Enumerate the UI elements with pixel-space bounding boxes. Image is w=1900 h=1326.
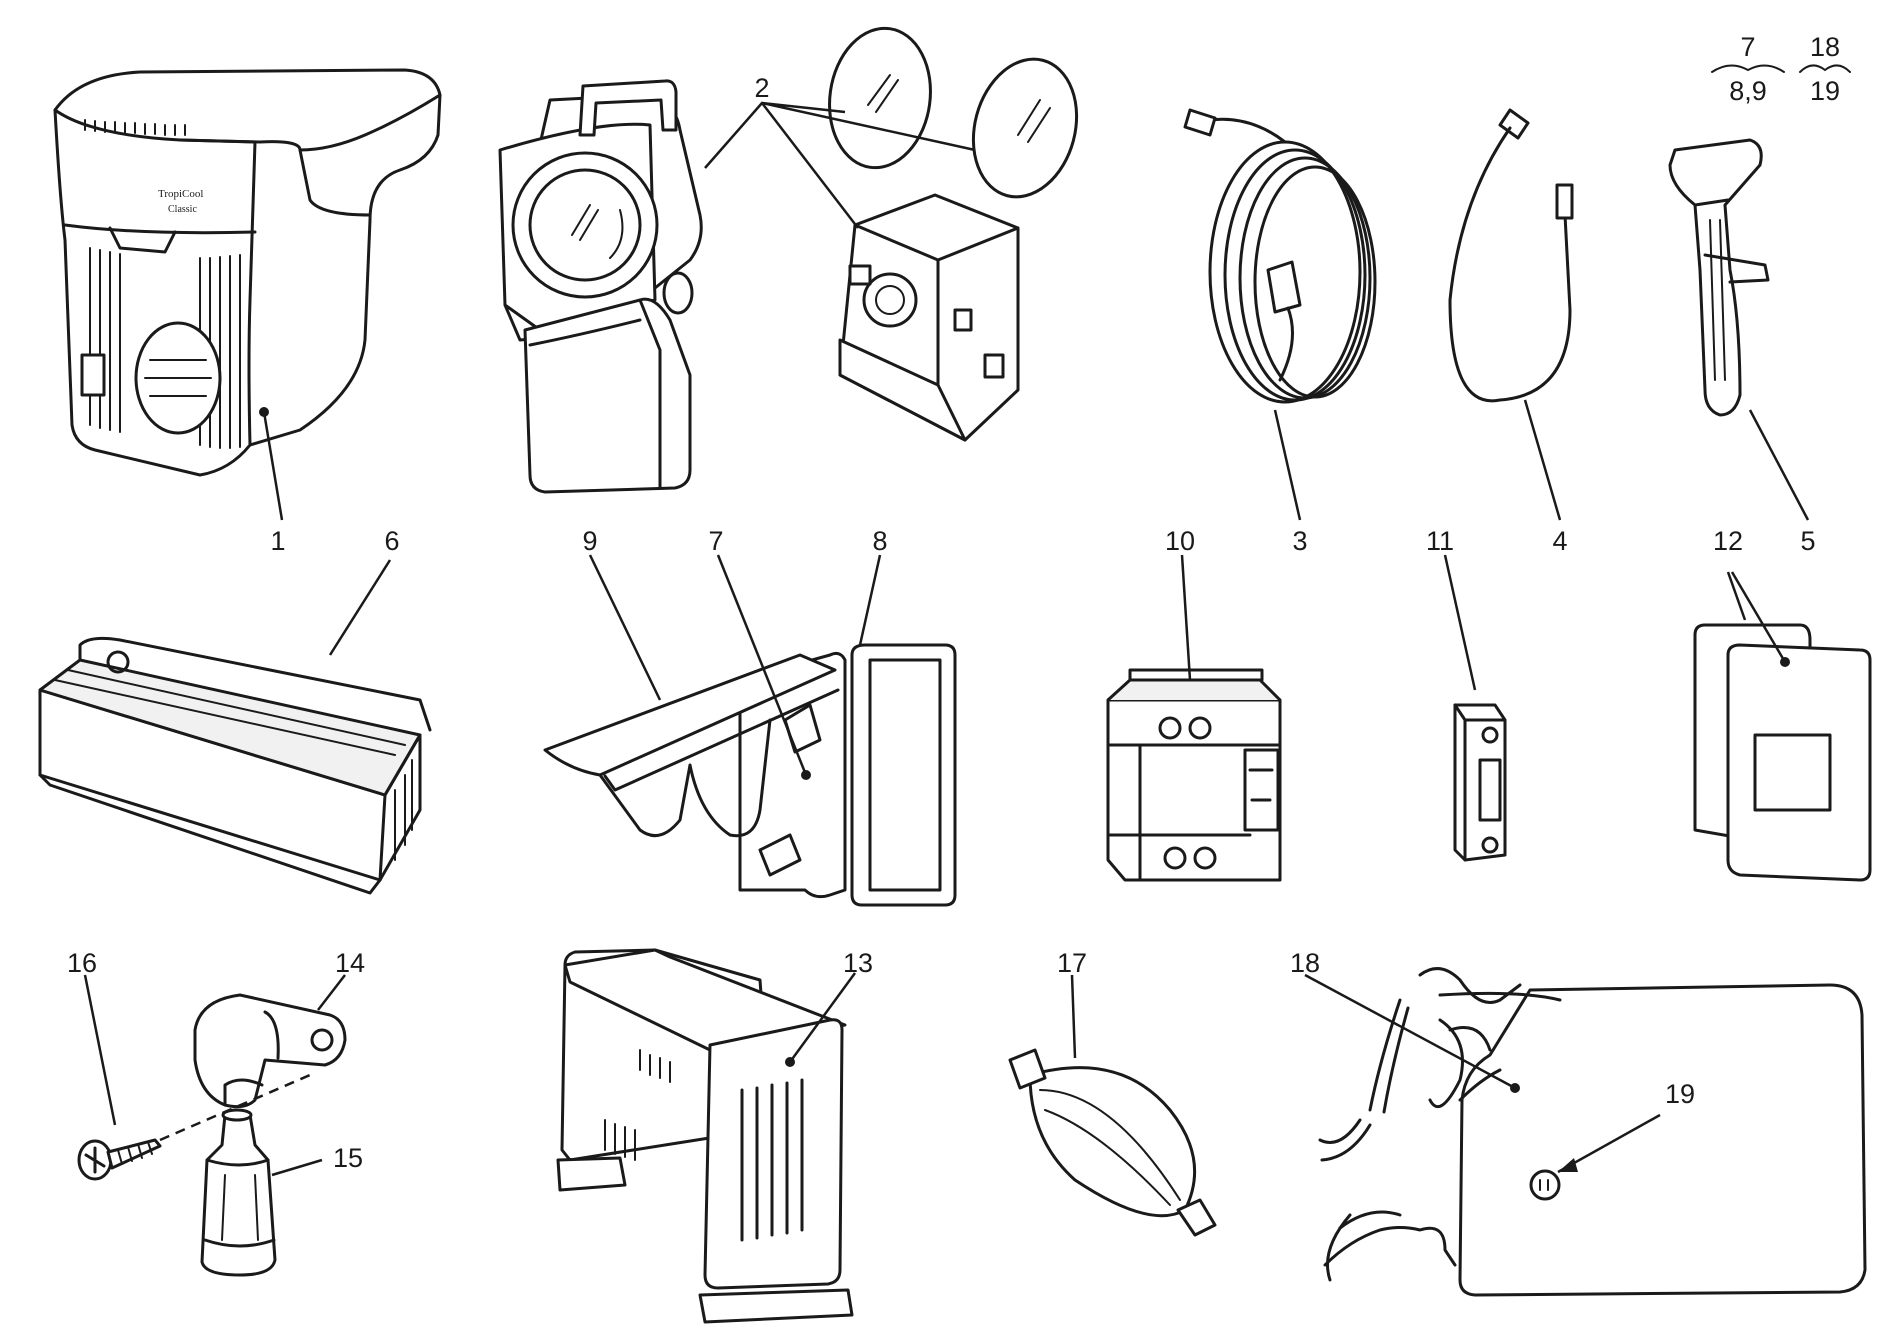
cool-box-model-label: Classic bbox=[168, 204, 197, 215]
callout-10: 10 bbox=[1165, 526, 1195, 556]
callout-4: 4 bbox=[1552, 526, 1567, 556]
key-bottom-right: 19 bbox=[1810, 76, 1840, 106]
part-lamp-bracket bbox=[838, 193, 1020, 442]
lamp-lens-icon bbox=[511, 151, 659, 299]
callout-3: 3 bbox=[1292, 526, 1307, 556]
part-rcd-breaker bbox=[1106, 668, 1282, 882]
part-cool-box: TropiCool Classic bbox=[53, 68, 442, 521]
callout-14: 14 bbox=[335, 948, 365, 978]
callout-6: 6 bbox=[384, 526, 399, 556]
part-lamp-assembly bbox=[498, 79, 703, 494]
part-mcb-breaker bbox=[1453, 703, 1507, 862]
callout-12: 12 bbox=[1713, 526, 1743, 556]
key-top-left: 7 bbox=[1740, 32, 1755, 62]
part-hand-pump bbox=[1008, 1048, 1217, 1237]
part-outdoor-socket bbox=[543, 643, 957, 907]
bracket-socket-icon bbox=[862, 272, 918, 328]
callout-11: 11 bbox=[1426, 526, 1454, 556]
part-heatsink bbox=[38, 636, 432, 895]
part-knob bbox=[200, 1108, 277, 1277]
part-consumer-unit bbox=[1693, 623, 1872, 882]
key-fractions: 7 8,9 18 19 bbox=[1711, 32, 1851, 106]
callout-17: 17 bbox=[1057, 948, 1087, 978]
part-hotplate bbox=[1318, 967, 1867, 1297]
part-lenses bbox=[828, 26, 1079, 199]
callout-13: 13 bbox=[843, 948, 873, 978]
callout-7: 7 bbox=[708, 526, 723, 556]
hotplate-knob-icon bbox=[1529, 1169, 1561, 1201]
callout-1: 1 bbox=[270, 526, 285, 556]
rcd-toggle-icon bbox=[1243, 748, 1280, 832]
cool-box-brand-label: TropiCool bbox=[158, 188, 203, 200]
callout-2: 2 bbox=[754, 73, 769, 103]
charger-vents bbox=[604, 1049, 804, 1242]
part-plug bbox=[1668, 138, 1770, 417]
bracket-switch-icon bbox=[983, 353, 1005, 379]
key-top-right: 18 bbox=[1810, 32, 1840, 62]
callout-9: 9 bbox=[582, 526, 597, 556]
part-screw bbox=[77, 1138, 162, 1181]
callout-16: 16 bbox=[67, 948, 97, 978]
callout-15: 15 bbox=[333, 1143, 363, 1173]
part-short-cable bbox=[1448, 108, 1574, 403]
callout-5: 5 bbox=[1800, 526, 1815, 556]
part-coiled-cable bbox=[1183, 108, 1377, 404]
key-bottom-left: 8,9 bbox=[1729, 76, 1767, 106]
callout-8: 8 bbox=[872, 526, 887, 556]
callout-19: 19 bbox=[1665, 1079, 1695, 1109]
callout-18: 18 bbox=[1290, 948, 1320, 978]
mcb-toggle-icon bbox=[1478, 758, 1502, 822]
part-wall-switch bbox=[193, 993, 347, 1109]
consumer-unit-window-icon bbox=[1753, 733, 1832, 812]
power-socket-icon bbox=[80, 353, 106, 397]
part-charger-box bbox=[556, 948, 854, 1324]
